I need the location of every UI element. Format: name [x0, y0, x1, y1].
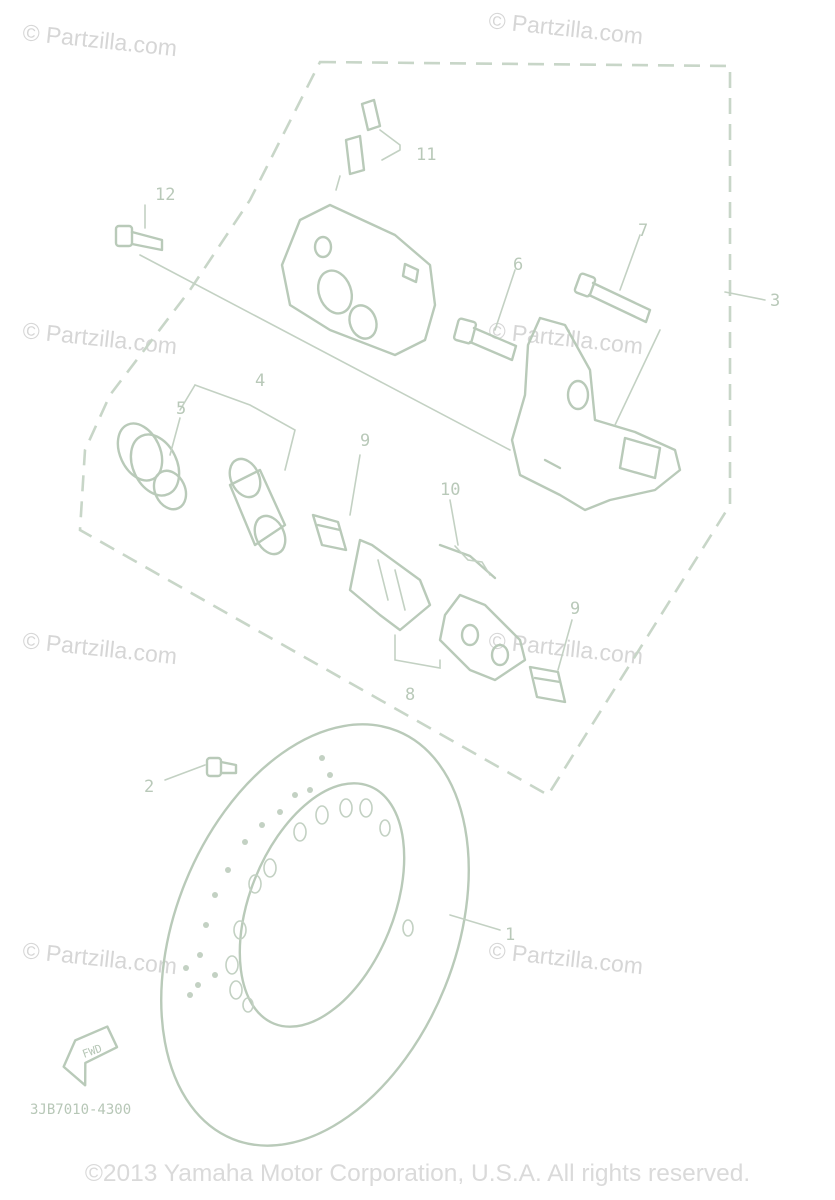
caliper-body — [280, 203, 437, 357]
caliper-bolt — [114, 224, 164, 252]
slide-pin — [573, 272, 652, 324]
pad-clip — [311, 513, 348, 552]
watermark: © Partzilla.com — [487, 317, 644, 359]
watermark: © Partzilla.com — [21, 317, 178, 359]
caliper-bracket — [510, 316, 682, 512]
brake-pad — [438, 593, 527, 682]
callout-10: 10 — [440, 480, 460, 500]
watermark: © Partzilla.com — [487, 627, 644, 669]
piston-seals — [116, 422, 188, 511]
callout-9a: 9 — [360, 431, 370, 451]
fwd-label: FWD — [81, 1042, 104, 1061]
pad-clip — [528, 665, 567, 704]
copyright-notice: ©2013 Yamaha Motor Corporation, U.S.A. A… — [84, 1160, 751, 1187]
bleed-screw — [335, 98, 382, 191]
watermarks: © Partzilla.com © Partzilla.com © Partzi… — [21, 7, 644, 979]
fwd-arrow-icon: FWD — [62, 1025, 119, 1087]
callout-12: 12 — [155, 185, 175, 205]
caliper-assembly-boundary — [78, 60, 732, 797]
pin-bolt — [452, 317, 518, 362]
watermark: © Partzilla.com — [21, 627, 178, 669]
watermark: © Partzilla.com — [487, 7, 644, 49]
callout-2: 2 — [144, 777, 154, 797]
callout-3: 3 — [770, 291, 780, 311]
pad-spring — [438, 543, 497, 580]
brake-disc — [160, 723, 470, 1147]
callout-numbers: 1 2 3 4 5 6 7 8 9 9 10 11 12 — [144, 145, 780, 945]
caliper-piston — [228, 457, 287, 556]
watermark: © Partzilla.com — [21, 937, 178, 979]
callout-11: 11 — [416, 145, 436, 165]
callout-5: 5 — [176, 399, 186, 419]
leader-lines — [139, 129, 766, 931]
callout-7: 7 — [638, 221, 648, 241]
callout-1: 1 — [505, 925, 515, 945]
callout-6: 6 — [513, 255, 523, 275]
brake-pad — [348, 538, 432, 632]
watermark: © Partzilla.com — [21, 19, 178, 61]
callout-8: 8 — [405, 685, 415, 705]
callout-4: 4 — [255, 371, 265, 391]
diagram-part-number: 3JB7010-4300 — [30, 1102, 131, 1118]
callout-9b: 9 — [570, 599, 580, 619]
disc-bolt — [205, 756, 238, 778]
